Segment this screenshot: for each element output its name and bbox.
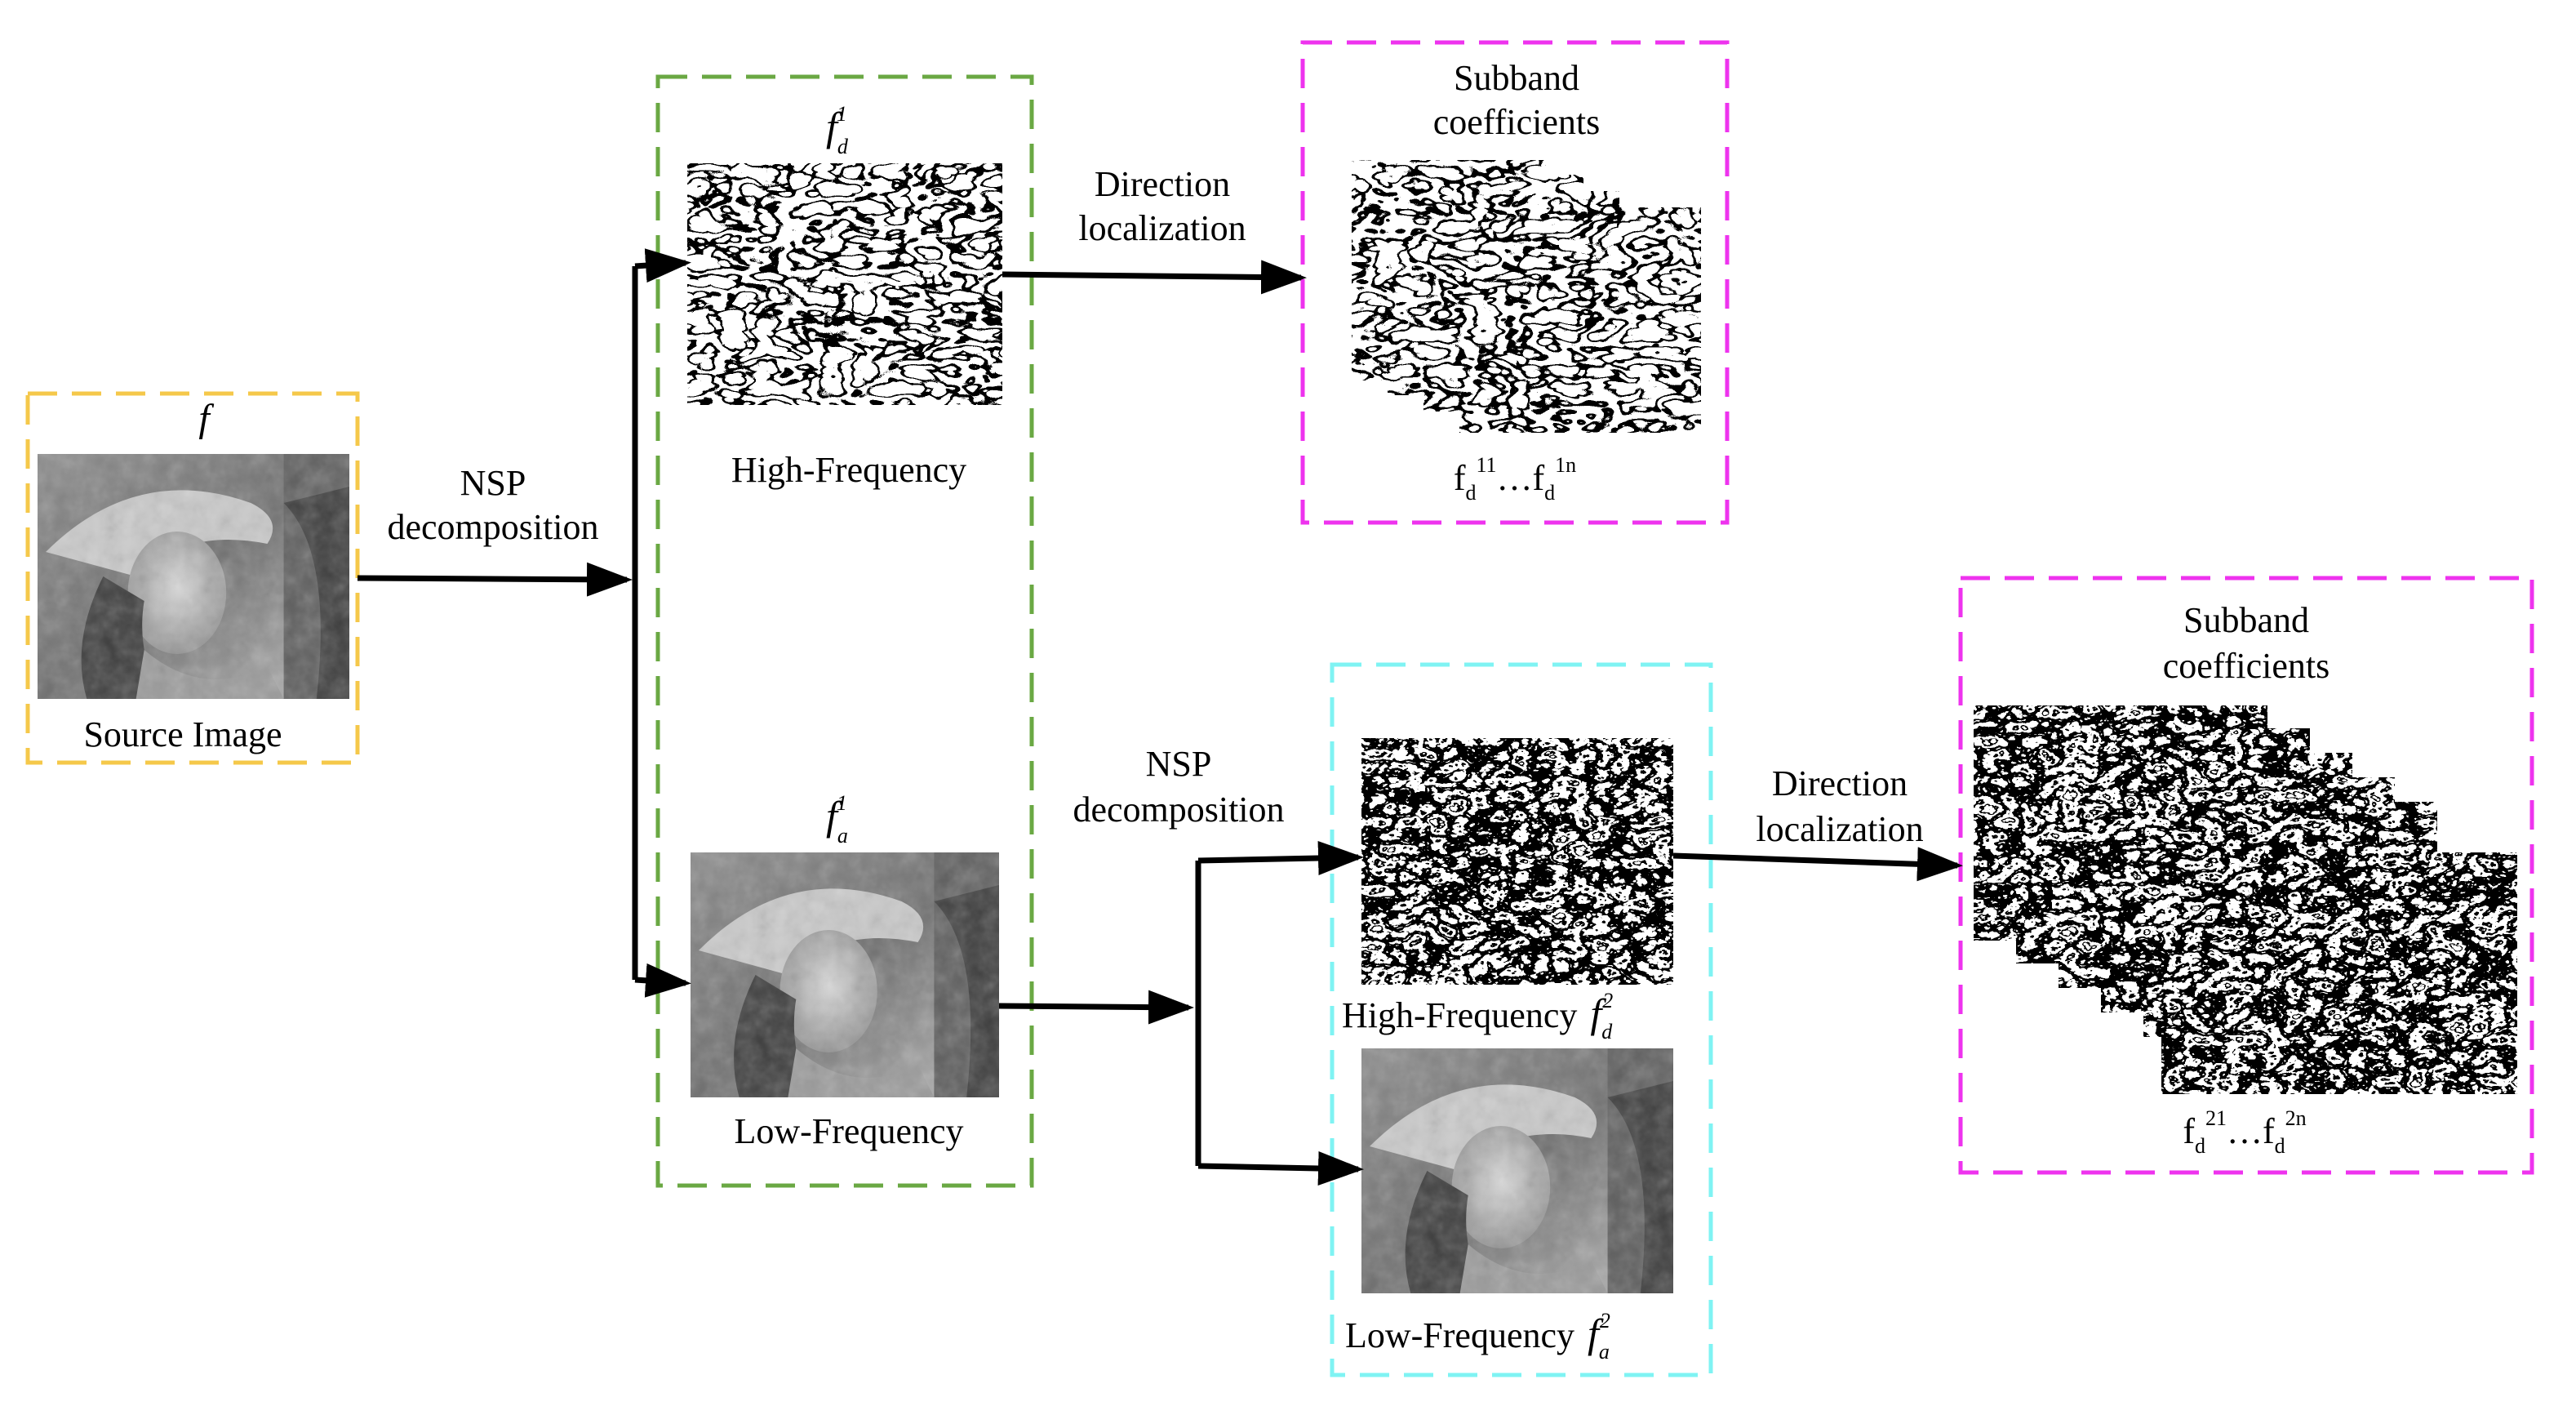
level2-box — [1330, 662, 1713, 1377]
level1-box — [655, 74, 1034, 1188]
edge-nsp2-line1: NSP — [1146, 744, 1212, 784]
arrow-level1-high-to-subband1 — [1002, 260, 1307, 295]
arrow-split2-to-level2-low — [1197, 1151, 1364, 1186]
edge-dir2-line2: localization — [1756, 809, 1923, 849]
subband1-stack — [1351, 159, 1702, 434]
subband2-layer-6 — [2161, 852, 2518, 1095]
edge-nsp2-line2: decomposition — [1073, 790, 1284, 830]
arrow-level2-high-to-subband2 — [1672, 847, 1963, 882]
edge-dir1-line1: Direction — [1095, 164, 1230, 204]
edge-nsp1-line1: NSP — [460, 463, 526, 503]
edge-dir2-line1: Direction — [1772, 763, 1908, 803]
subband2-stack — [1973, 705, 2518, 1095]
source-symbol: f — [198, 397, 214, 440]
subband2-title-line1: Subband — [2183, 600, 2309, 640]
level1-high-frequency-image — [687, 163, 1002, 405]
level1-high-symbol: fd1 — [826, 102, 849, 158]
subband2-title-line2: coefficients — [2163, 646, 2330, 686]
subband2-label: fd21…fd2n — [2183, 1106, 2306, 1158]
arrows — [357, 248, 1963, 1186]
subband1-label: fd11…fd1n — [1454, 453, 1576, 505]
level2-high-frequency-image — [1361, 738, 1673, 985]
level1-low-frequency-image — [691, 852, 999, 1097]
edge-nsp1-line2: decomposition — [387, 507, 598, 547]
source-caption: Source Image — [83, 714, 282, 754]
level1-low-caption: Low-Frequency — [734, 1111, 963, 1151]
arrow-level1-low-to-split2 — [998, 990, 1194, 1025]
edge-dir1-line2: localization — [1078, 208, 1246, 248]
source-image — [38, 454, 349, 699]
level2-low-frequency-image — [1361, 1048, 1673, 1293]
level1-low-symbol: fa1 — [826, 791, 848, 848]
arrow-split-to-level1-high — [634, 248, 691, 283]
arrow-source-to-split — [357, 562, 633, 597]
subband1-title-line1: Subband — [1454, 58, 1579, 98]
subband1-layer-4 — [1459, 207, 1702, 434]
subband1-title-line2: coefficients — [1433, 102, 1600, 142]
level1-high-caption: High-Frequency — [731, 450, 966, 490]
arrow-split-to-level1-low — [634, 963, 691, 998]
arrow-split2-to-level2-high — [1197, 841, 1364, 875]
